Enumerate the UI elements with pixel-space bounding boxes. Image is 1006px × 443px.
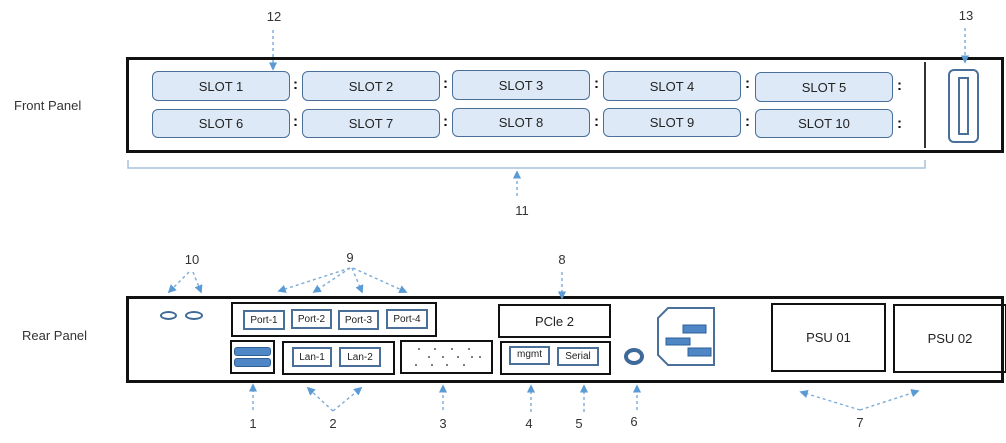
slot-separator: :	[594, 75, 599, 92]
callout-3: 3	[439, 416, 447, 431]
callout-4: 4	[525, 416, 533, 431]
port-4[interactable]: Port-4	[386, 309, 428, 329]
callout-5: 5	[575, 416, 583, 431]
slot-separator: :	[745, 113, 750, 130]
drive-slot-2[interactable]: SLOT 2	[302, 71, 440, 101]
arrow-7a	[799, 389, 861, 411]
psu-2[interactable]: PSU 02	[893, 304, 1006, 373]
arrow-9b	[312, 267, 351, 293]
bay-bracket	[127, 160, 926, 169]
serial-port[interactable]: Serial	[557, 347, 599, 366]
led-indicator-icon	[185, 311, 203, 320]
callout-12: 12	[266, 9, 282, 24]
arrow-2b	[332, 386, 363, 412]
rear-panel-label: Rear Panel	[22, 328, 88, 343]
usb-port-icon[interactable]	[234, 358, 271, 367]
port-2[interactable]: Port-2	[291, 309, 332, 329]
callout-1: 1	[249, 416, 257, 431]
arrow-7b	[859, 389, 920, 411]
slot-separator: :	[293, 76, 298, 93]
led-indicator-icon	[160, 311, 177, 320]
callout-2: 2	[329, 416, 337, 431]
drive-slot-1[interactable]: SLOT 1	[152, 71, 290, 101]
drive-slot-5[interactable]: SLOT 5	[755, 72, 893, 102]
front-panel-label: Front Panel	[14, 98, 82, 113]
arrow-2a	[306, 386, 334, 412]
handle-grip-icon	[958, 77, 969, 135]
front-panel-divider	[924, 62, 926, 148]
drive-slot-8[interactable]: SLOT 8	[452, 108, 590, 137]
slot-separator: :	[897, 77, 902, 94]
callout-11: 11	[515, 203, 529, 218]
callout-8: 8	[558, 252, 566, 267]
front-handle[interactable]	[948, 69, 979, 143]
lan-port-1[interactable]: Lan-1	[292, 347, 332, 367]
power-button[interactable]	[624, 348, 644, 365]
slot-separator: :	[293, 113, 298, 130]
slot-separator: :	[443, 75, 448, 92]
power-inlet-icon	[657, 307, 715, 366]
arrow-10a	[167, 271, 190, 294]
drive-slot-6[interactable]: SLOT 6	[152, 109, 290, 138]
psu-1[interactable]: PSU 01	[771, 303, 886, 372]
arrow-9a	[277, 267, 351, 293]
callout-10: 10	[184, 252, 200, 267]
arrow-10b	[192, 271, 203, 294]
mgmt-port[interactable]: mgmt	[509, 346, 550, 365]
drive-slot-10[interactable]: SLOT 10	[755, 109, 893, 138]
callout-13: 13	[958, 8, 974, 23]
arrow-9d	[352, 267, 408, 294]
port-3[interactable]: Port-3	[338, 310, 379, 330]
slot-separator: :	[443, 113, 448, 130]
drive-slot-9[interactable]: SLOT 9	[603, 108, 741, 137]
slot-separator: :	[745, 75, 750, 92]
vga-port[interactable]	[400, 340, 493, 374]
arrow-9c	[351, 267, 364, 294]
drive-slot-4[interactable]: SLOT 4	[603, 71, 741, 101]
callout-6: 6	[630, 414, 638, 429]
usb-port-icon[interactable]	[234, 347, 271, 356]
slot-separator: :	[594, 113, 599, 130]
lan-port-2[interactable]: Lan-2	[339, 347, 381, 367]
callout-7: 7	[856, 415, 864, 430]
pcie-slot[interactable]: PCle 2	[498, 304, 611, 338]
vga-pins-icon	[415, 348, 481, 366]
callout-9: 9	[346, 250, 354, 265]
drive-slot-3[interactable]: SLOT 3	[452, 70, 590, 100]
slot-separator: :	[897, 115, 902, 132]
port-1[interactable]: Port-1	[243, 310, 285, 330]
usb-port-group	[230, 340, 275, 374]
drive-slot-7[interactable]: SLOT 7	[302, 109, 440, 138]
